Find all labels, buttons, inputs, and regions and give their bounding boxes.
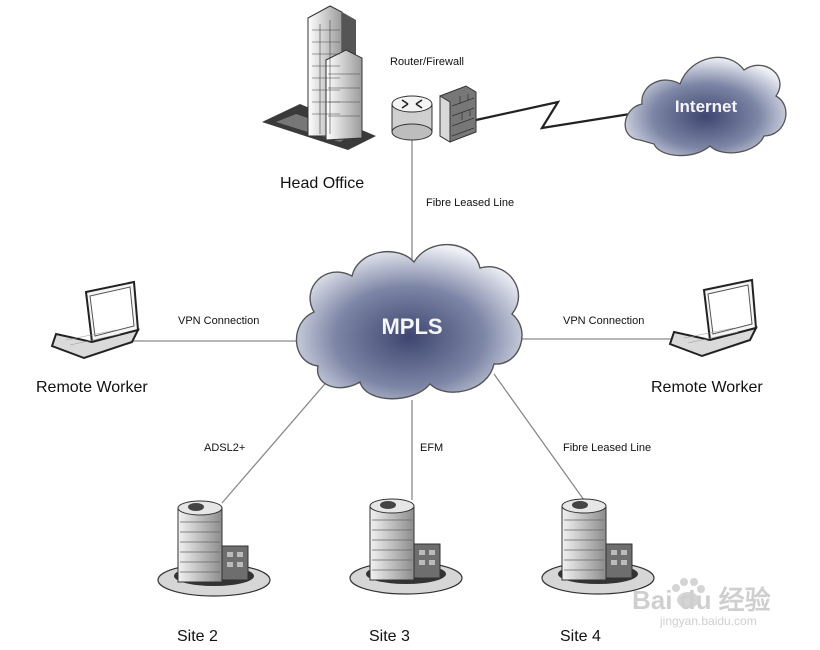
site3-building-icon	[349, 498, 463, 595]
head-office-building-icon	[262, 5, 376, 150]
internet-label: Internet	[675, 97, 738, 116]
site4-label: Site 4	[560, 628, 601, 645]
firewall-icon	[439, 85, 477, 143]
mpls-label: MPLS	[381, 314, 442, 339]
site3-label: Site 3	[369, 628, 410, 645]
site2-building-icon	[157, 500, 271, 597]
watermark-url: jingyan.baidu.com	[660, 614, 757, 628]
lightning-link	[475, 100, 631, 130]
router-firewall-label: Router/Firewall	[390, 56, 464, 68]
laptop-right-icon	[668, 278, 758, 358]
remote-worker-left-label: Remote Worker	[36, 379, 148, 396]
router-icon	[391, 95, 433, 141]
site2-label: Site 2	[177, 628, 218, 645]
remote-worker-right-label: Remote Worker	[651, 379, 763, 396]
baidu-paw-icon	[672, 578, 705, 608]
link-label-headoffice-mpls: Fibre Leased Line	[426, 197, 515, 209]
link-label-vpn-left: VPN Connection	[178, 315, 260, 327]
link-label-site2: ADSL2+	[204, 442, 246, 454]
link-label-site4: Fibre Leased Line	[563, 442, 652, 454]
link-site2	[221, 377, 331, 504]
watermark-logo: Bai du 经验	[632, 585, 771, 615]
mpls-cloud-icon	[295, 243, 523, 400]
connection-lines	[132, 140, 672, 504]
link-label-vpn-right: VPN Connection	[563, 315, 645, 327]
site4-building-icon	[541, 498, 655, 595]
link-site4	[493, 373, 585, 501]
internet-cloud-icon	[624, 56, 787, 157]
link-label-site3: EFM	[420, 442, 444, 454]
laptop-left-icon	[50, 280, 140, 360]
head-office-label: Head Office	[280, 175, 365, 192]
